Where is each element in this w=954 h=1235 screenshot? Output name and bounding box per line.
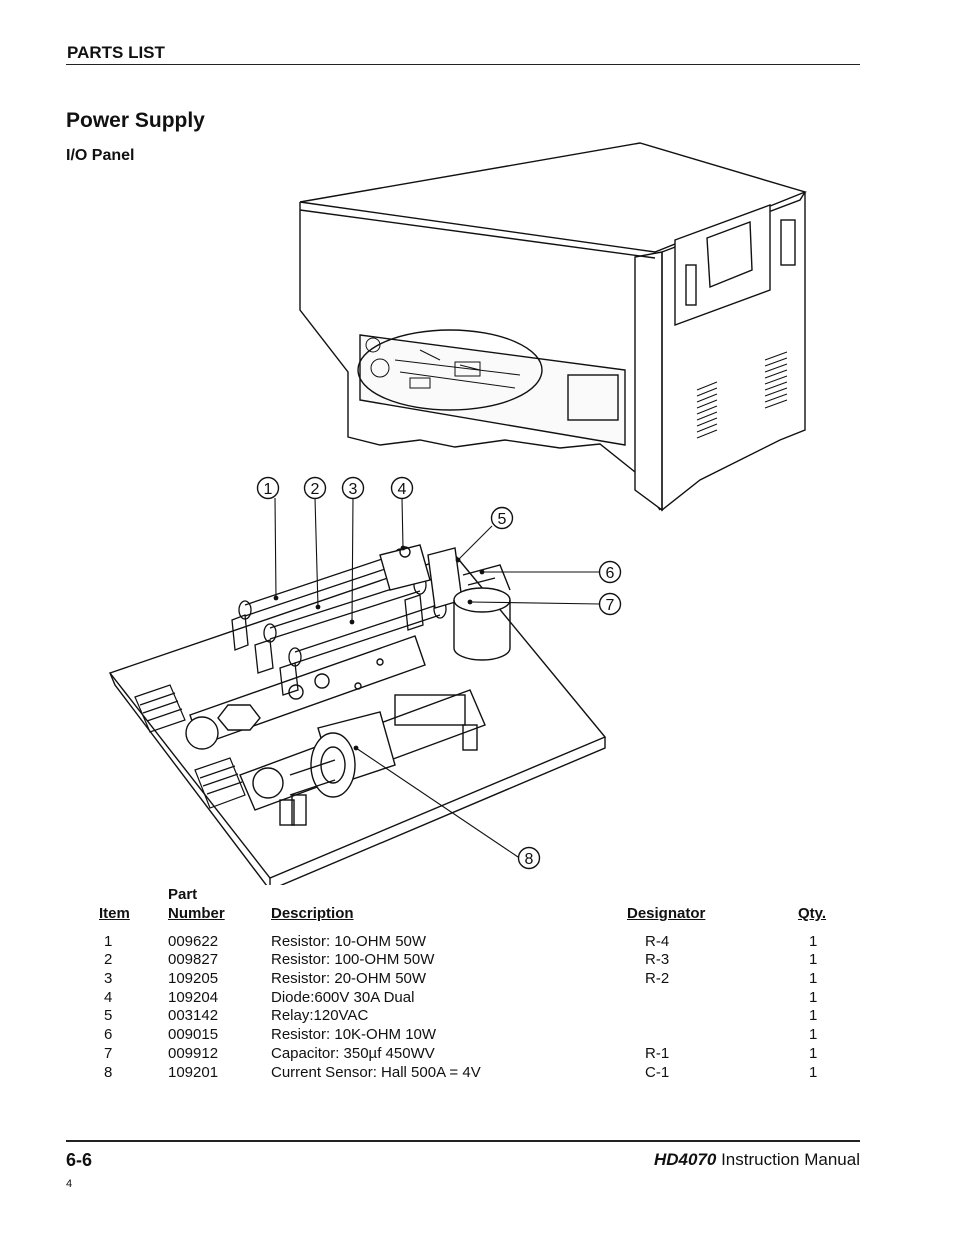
callout-3-label: 3 xyxy=(349,481,358,498)
cell-designator: R-3 xyxy=(645,951,670,968)
callout-5: 5 xyxy=(490,506,514,530)
cell-item: 3 xyxy=(104,970,113,987)
cell-description: Diode:600V 30A Dual xyxy=(271,989,415,1006)
cell-qty: 1 xyxy=(809,1026,818,1043)
cell-designator: R-2 xyxy=(645,970,670,987)
footnote: 4 xyxy=(66,1178,73,1190)
section-header: PARTS LIST xyxy=(67,43,165,62)
callout-leaders xyxy=(274,497,601,858)
callout-8-label: 8 xyxy=(525,851,534,868)
io-panel-illustration: 1 2 3 4 5 6 7 8 xyxy=(108,142,808,885)
cell-item: 5 xyxy=(104,1007,113,1024)
column-header-part-number: Number xyxy=(168,905,225,922)
cell-item: 4 xyxy=(104,989,113,1006)
callout-1-label: 1 xyxy=(264,481,273,498)
callout-6: 6 xyxy=(598,560,622,584)
cell-part-number: 009622 xyxy=(168,933,219,950)
cell-description: Resistor: 10-OHM 50W xyxy=(271,933,427,950)
callout-6-label: 6 xyxy=(606,565,615,582)
cell-qty: 1 xyxy=(809,989,818,1006)
cell-description: Capacitor: 350µf 450WV xyxy=(271,1045,435,1062)
cell-part-number: 009912 xyxy=(168,1045,219,1062)
callout-5-label: 5 xyxy=(498,511,507,528)
power-supply-cabinet xyxy=(299,142,808,512)
manual-title: HD4070 Instruction Manual xyxy=(654,1150,860,1170)
cell-item: 8 xyxy=(104,1064,113,1081)
cell-qty: 1 xyxy=(809,933,818,950)
cell-description: Resistor: 20-OHM 50W xyxy=(271,970,427,987)
cell-part-number: 109201 xyxy=(168,1064,219,1081)
callout-7-label: 7 xyxy=(606,597,615,614)
cell-part-number: 109204 xyxy=(168,989,219,1006)
cell-item: 2 xyxy=(104,951,113,968)
header-rule xyxy=(66,64,860,65)
cell-designator: C-1 xyxy=(645,1064,670,1081)
page-subtitle: I/O Panel xyxy=(66,147,135,164)
cell-part-number: 003142 xyxy=(168,1007,219,1024)
io-panel-assembly xyxy=(108,544,607,885)
cell-description: Resistor: 100-OHM 50W xyxy=(271,951,435,968)
page-number: 6-6 xyxy=(66,1150,93,1170)
manual-label: Instruction Manual xyxy=(716,1150,860,1169)
column-header-description: Description xyxy=(271,905,354,922)
cell-item: 6 xyxy=(104,1026,113,1043)
cell-description: Resistor: 10K-OHM 10W xyxy=(271,1026,437,1043)
callout-7: 7 xyxy=(598,592,622,616)
cell-qty: 1 xyxy=(809,970,818,987)
cell-qty: 1 xyxy=(809,951,818,968)
footer-rule xyxy=(66,1140,860,1142)
cell-part-number: 109205 xyxy=(168,970,219,987)
cell-part-number: 009015 xyxy=(168,1026,219,1043)
callout-2: 2 xyxy=(303,476,327,500)
model-name: HD4070 xyxy=(653,1150,717,1169)
column-header-designator: Designator xyxy=(627,905,706,922)
column-header-part-top: Part xyxy=(168,886,198,903)
cell-designator: R-4 xyxy=(645,933,670,950)
cell-qty: 1 xyxy=(809,1007,818,1024)
callout-1: 1 xyxy=(256,476,280,500)
cell-description: Relay:120VAC xyxy=(271,1007,369,1024)
callout-4: 4 xyxy=(390,476,414,500)
column-header-qty: Qty. xyxy=(798,905,827,922)
callout-2-label: 2 xyxy=(311,481,320,498)
callout-3: 3 xyxy=(341,476,365,500)
page-title: Power Supply xyxy=(66,109,205,132)
column-header-item: Item xyxy=(99,905,130,922)
cell-qty: 1 xyxy=(809,1045,818,1062)
callout-4-label: 4 xyxy=(398,481,407,498)
callout-8: 8 xyxy=(517,846,541,870)
cell-qty: 1 xyxy=(809,1064,818,1081)
cell-description: Current Sensor: Hall 500A = 4V xyxy=(271,1064,481,1081)
cell-designator: R-1 xyxy=(645,1045,670,1062)
cell-part-number: 009827 xyxy=(168,951,219,968)
cell-item: 7 xyxy=(104,1045,113,1062)
cell-item: 1 xyxy=(104,933,113,950)
